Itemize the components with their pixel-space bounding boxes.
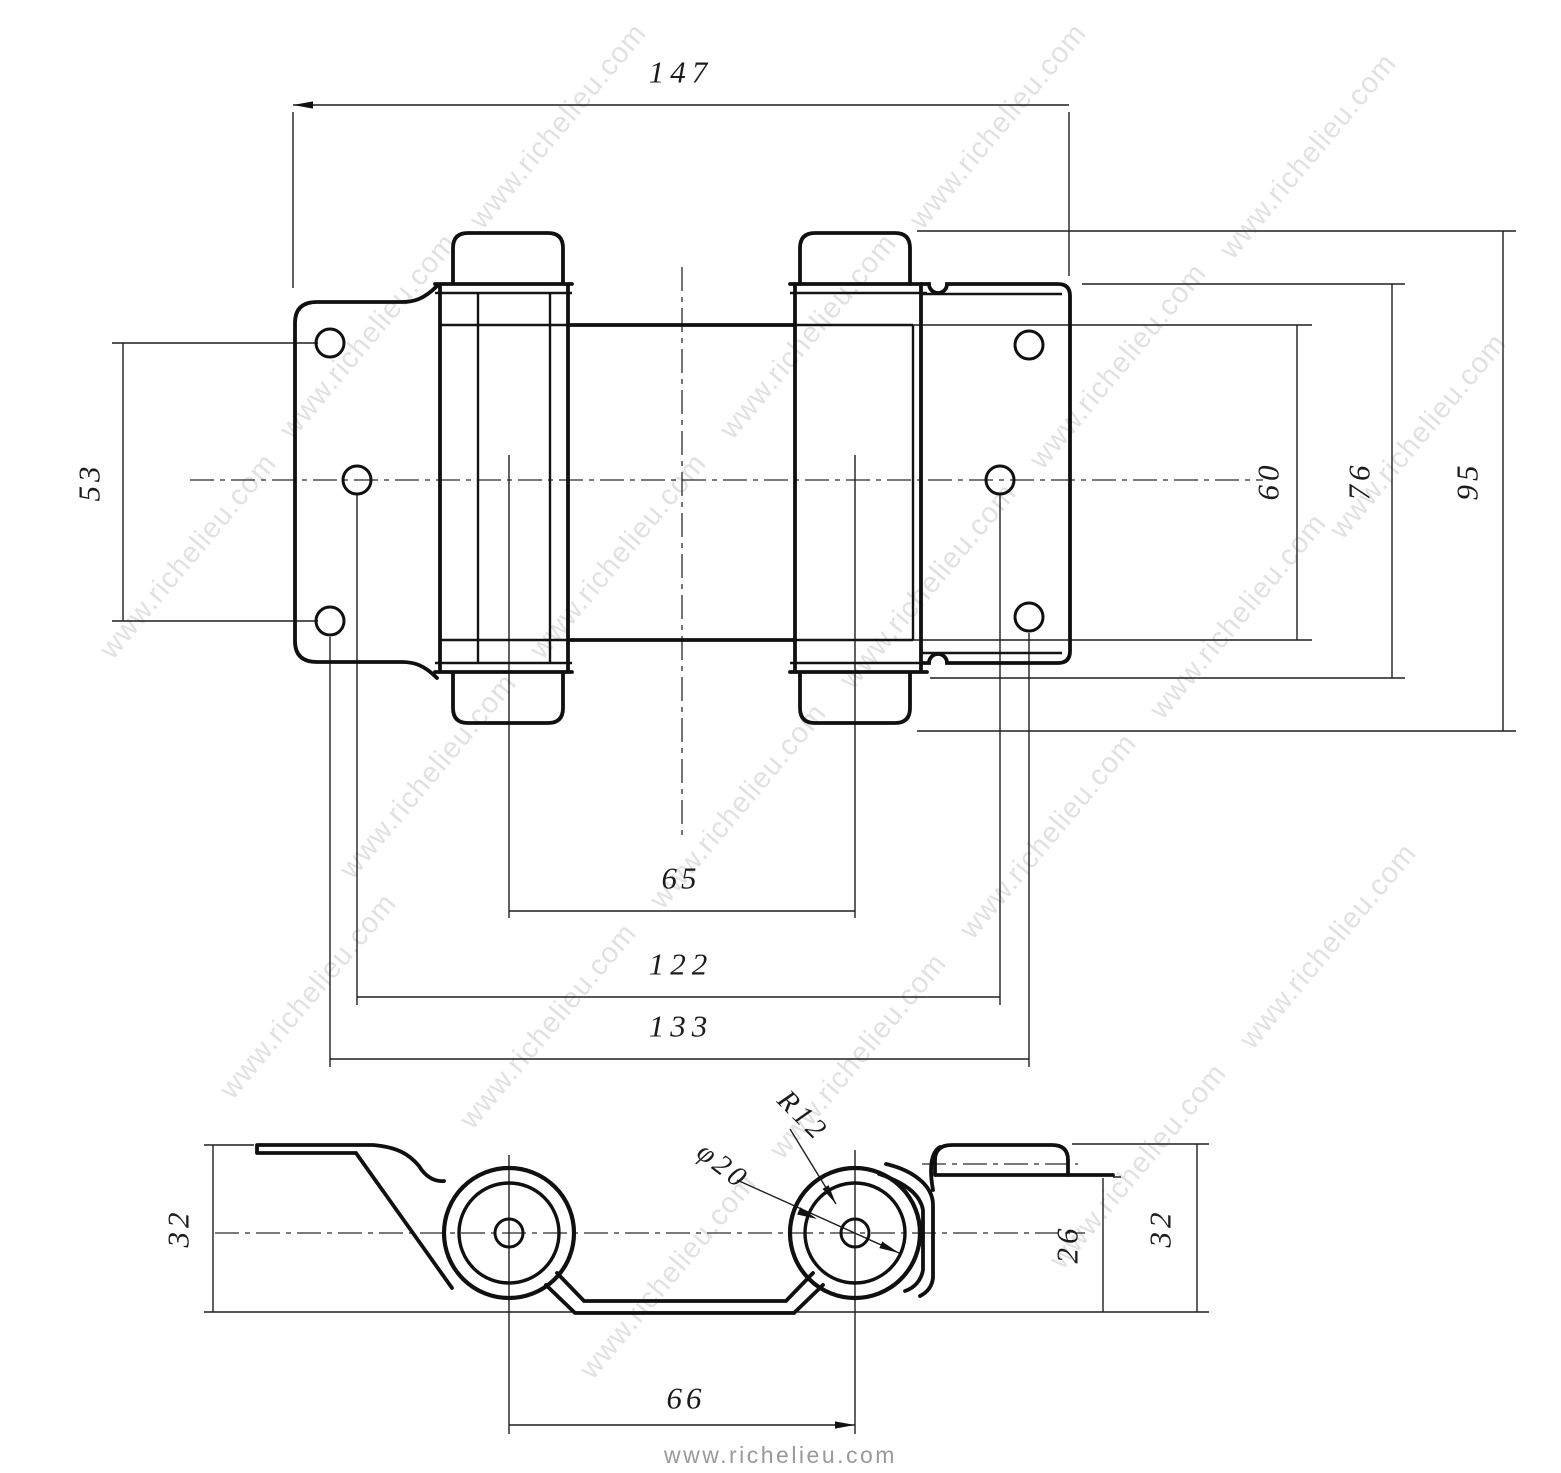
left-plate-middle-hole (341, 464, 373, 496)
bumper-profile (933, 1143, 1070, 1177)
right-spring-coil-outer (787, 1165, 923, 1301)
right-plate-bottom-hole (1013, 601, 1045, 633)
right-leaf-profile (877, 1145, 1115, 1298)
dim-leaf-height-label: 76 (1342, 462, 1377, 501)
left-leaf-profile (255, 1143, 454, 1290)
left-plate-top-hole (314, 327, 346, 359)
extension-lines (112, 112, 1516, 1434)
dim-side-right-height-label: 32 (1143, 1209, 1178, 1249)
footer-website-url: www.richelieu.com (664, 1442, 897, 1468)
dim-pin-diameter-label: φ20 (691, 1136, 756, 1196)
right-spring-barrel (788, 231, 929, 725)
barrel-feature-lines (435, 291, 1062, 665)
left-spring-barrel (433, 231, 574, 725)
dim-outer-hole-spacing-label: 133 (649, 1009, 714, 1044)
right-spring-coil-inner (803, 1181, 907, 1285)
dim-overall-height-label: 95 (1450, 462, 1485, 501)
right-plate-middle-hole (984, 464, 1016, 496)
left-spring-coil-outer (441, 1165, 577, 1301)
dim-pin-spacing-label: 65 (662, 861, 701, 896)
left-pin-hole (493, 1217, 525, 1249)
dim-side-right-inner-height-label: 26 (1050, 1225, 1085, 1264)
dim-right-inner-height-label: 60 (1251, 462, 1286, 501)
diameter-leader-line (736, 1179, 900, 1254)
left-plate-bottom-hole (314, 605, 346, 637)
dimension-lines (122, 105, 1504, 1425)
dim-overall-width-label: 147 (649, 55, 714, 90)
right-plate-top-hole (1013, 329, 1045, 361)
left-spring-coil-inner (457, 1181, 561, 1285)
centerlines (190, 267, 1263, 1234)
dim-left-hole-spacing-label: 53 (72, 463, 107, 502)
dim-middle-hole-spacing-label: 122 (649, 947, 714, 982)
left-mounting-plate-outline (293, 284, 439, 680)
diameter-leader-mid-arrow (797, 1207, 817, 1219)
center-web-edges (566, 323, 797, 642)
dim-spring-radius-label: R12 (770, 1083, 835, 1148)
right-pin-hole (839, 1217, 871, 1249)
dim-side-left-height-label: 32 (161, 1209, 196, 1249)
right-mounting-plate-outline (788, 282, 1072, 665)
dim-side-center-spacing-label: 66 (667, 1381, 706, 1416)
connecting-web-profile (544, 1271, 825, 1315)
